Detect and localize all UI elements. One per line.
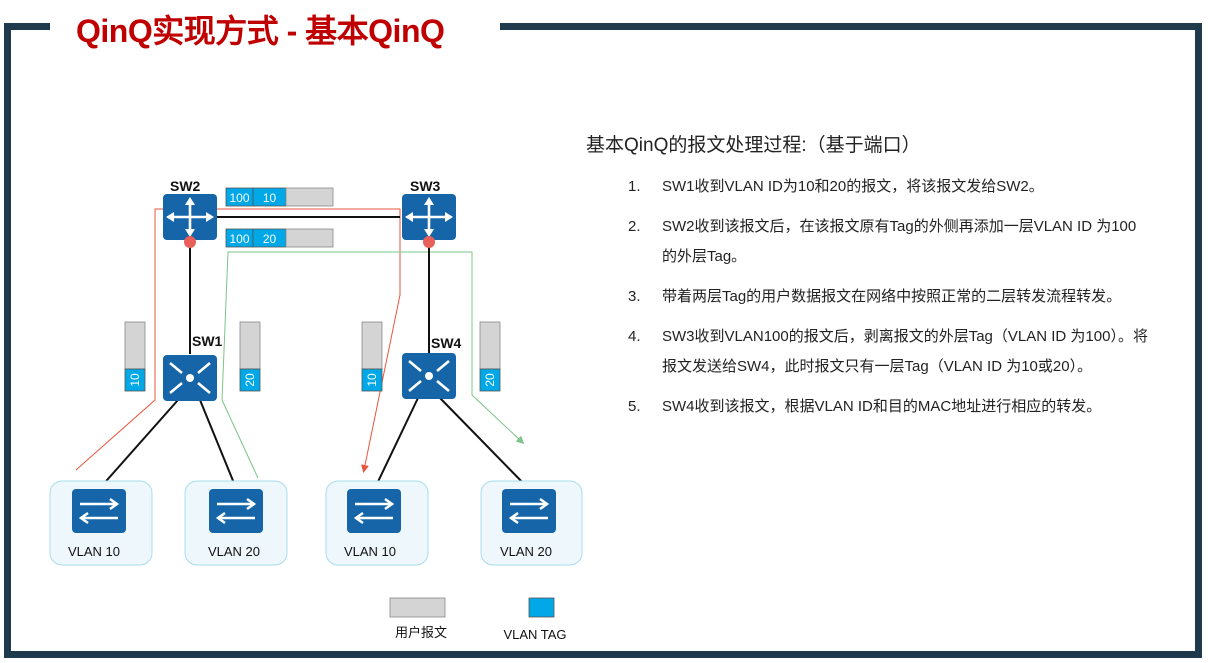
switch-icon: [72, 489, 126, 533]
sw1-label: SW1: [192, 333, 223, 349]
tag-label: 20: [243, 373, 257, 387]
single-tagged-frame: 10: [361, 321, 383, 392]
step-number: 3.: [628, 288, 641, 305]
double-tagged-frame: 100 10: [225, 187, 334, 207]
tag-label: 20: [483, 373, 497, 387]
host-vlan10-left: VLAN 10: [49, 480, 153, 566]
host-label: VLAN 10: [68, 544, 120, 559]
link-sw4-host4: [439, 397, 529, 489]
step-number: 4.: [628, 328, 641, 345]
single-tagged-frame: 20: [479, 321, 501, 392]
step-number: 5.: [628, 398, 641, 415]
legend-vlan-tag-label: VLAN TAG: [503, 627, 566, 642]
single-tagged-frame: 10: [124, 321, 146, 392]
step-text: SW1收到VLAN ID为10和20的报文，将该报文发给SW2。: [662, 178, 1044, 195]
frame-bottom: [4, 651, 1202, 658]
sw3-label: SW3: [410, 178, 441, 194]
step-text: SW3收到VLAN100的报文后，剥离报文的外层Tag（VLAN ID 为100…: [662, 328, 1148, 375]
list-item: 5. SW4收到该报文，根据VLAN ID和目的MAC地址进行相应的转发。: [628, 392, 1148, 422]
frame-top-left: [4, 23, 50, 30]
legend-vlan-tag-swatch: [528, 597, 555, 618]
outer-tag-label: 100: [229, 191, 249, 205]
router-icon: [163, 194, 217, 240]
inner-tag-label: 20: [263, 232, 277, 246]
step-number: 1.: [628, 178, 641, 195]
frame-top-right: [500, 23, 1202, 30]
list-item: 4. SW3收到VLAN100的报文后，剥离报文的外层Tag（VLAN ID 为…: [628, 322, 1148, 382]
switch-icon: [209, 489, 263, 533]
host-label: VLAN 20: [500, 544, 552, 559]
legend-user-frame-label: 用户报文: [395, 625, 447, 640]
tag-label: 10: [128, 373, 142, 387]
switch-icon: [502, 489, 556, 533]
process-steps-list: 1. SW1收到VLAN ID为10和20的报文，将该报文发给SW2。 2. S…: [628, 172, 1148, 432]
slide-title: QinQ实现方式 - 基本QinQ: [76, 13, 445, 49]
host-label: VLAN 20: [208, 544, 260, 559]
single-tagged-frame: 20: [239, 321, 261, 392]
step-text: 带着两层Tag的用户数据报文在网络中按照正常的二层转发流程转发。: [662, 288, 1122, 305]
outer-tag-label: 100: [229, 232, 249, 246]
link-sw4-host3: [374, 397, 419, 489]
qinq-port-dot: [184, 236, 196, 248]
link-sw1-host2: [199, 399, 237, 489]
tag-label: 10: [365, 373, 379, 387]
step-number: 2.: [628, 218, 641, 235]
host-vlan20-left: VLAN 20: [184, 480, 288, 566]
double-tagged-frame: 100 20: [225, 228, 334, 248]
l3-switch-icon: [163, 355, 217, 401]
sw2-label: SW2: [170, 178, 201, 194]
legend: 用户报文 VLAN TAG: [389, 597, 567, 642]
host-vlan10-right: VLAN 10: [325, 480, 429, 566]
legend-user-frame-swatch: [389, 597, 446, 618]
list-item: 2. SW2收到该报文后，在该报文原有Tag的外侧再添加一层VLAN ID 为1…: [628, 212, 1148, 272]
step-text: SW2收到该报文后，在该报文原有Tag的外侧再添加一层VLAN ID 为100的…: [662, 218, 1137, 265]
vlan10-path-line: [75, 208, 401, 473]
process-heading: 基本QinQ的报文处理过程:（基于端口）: [586, 135, 921, 156]
list-item: 3. 带着两层Tag的用户数据报文在网络中按照正常的二层转发流程转发。: [628, 282, 1148, 312]
link-sw1-host1: [99, 399, 179, 489]
frame-right: [1195, 23, 1202, 658]
router-icon: [402, 194, 456, 240]
step-text: SW4收到该报文，根据VLAN ID和目的MAC地址进行相应的转发。: [662, 398, 1102, 415]
switch-icon: [347, 489, 401, 533]
l3-switch-icon: [402, 353, 456, 399]
inner-tag-label: 10: [263, 191, 277, 205]
vlan20-path-line: [221, 251, 525, 479]
host-vlan20-right: VLAN 20: [480, 480, 583, 566]
host-label: VLAN 10: [344, 544, 396, 559]
qinq-topology-diagram: SW2 SW3 SW1 SW4 100 10 100 20 10 20 10 2…: [49, 178, 583, 642]
sw4-label: SW4: [431, 335, 462, 351]
frame-left: [4, 23, 11, 658]
list-item: 1. SW1收到VLAN ID为10和20的报文，将该报文发给SW2。: [628, 172, 1148, 202]
qinq-port-dot: [423, 236, 435, 248]
